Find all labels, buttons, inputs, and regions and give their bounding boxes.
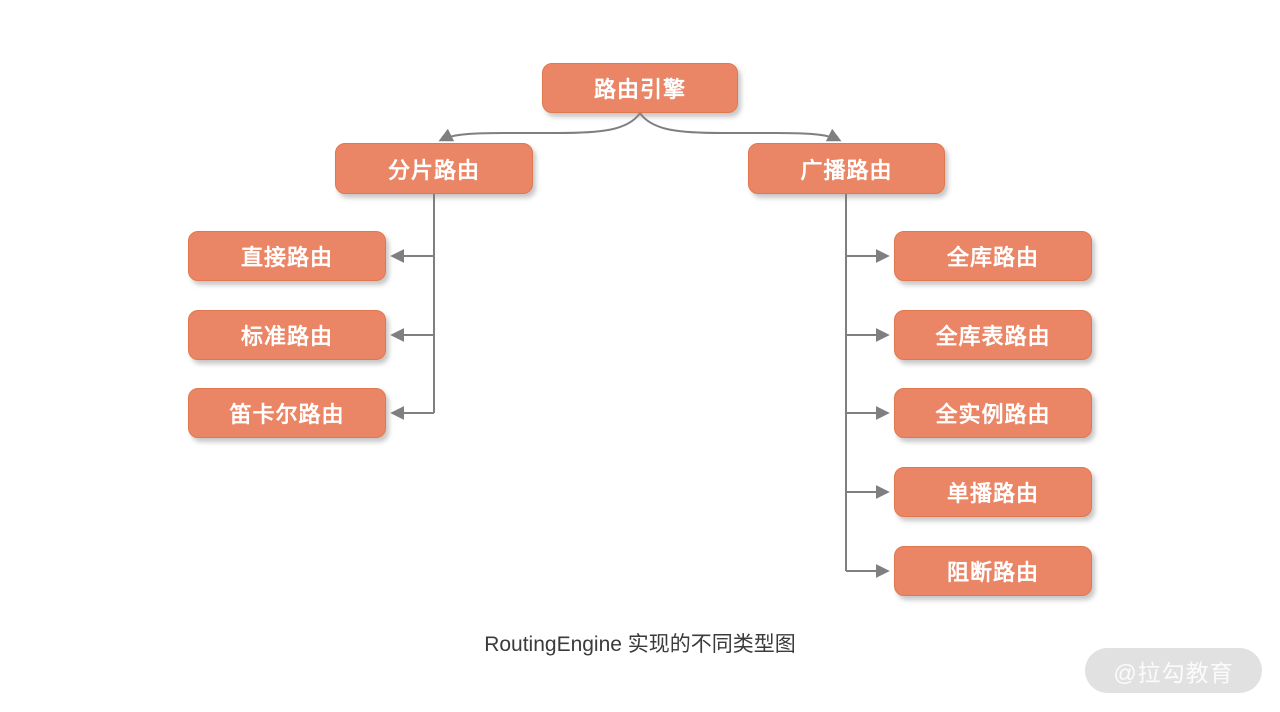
node-block-routing: 阻断路由 bbox=[894, 546, 1092, 596]
node-standard-routing: 标准路由 bbox=[188, 310, 386, 360]
node-full-instance-routing: 全实例路由 bbox=[894, 388, 1092, 438]
node-unicast-routing: 单播路由 bbox=[894, 467, 1092, 517]
connector-root-to-shard bbox=[438, 112, 641, 142]
node-routing-engine: 路由引擎 bbox=[542, 63, 738, 113]
node-shard-routing: 分片路由 bbox=[335, 143, 533, 194]
connector-root-to-broadcast bbox=[639, 112, 842, 142]
node-cartesian-routing: 笛卡尔路由 bbox=[188, 388, 386, 438]
node-direct-routing: 直接路由 bbox=[188, 231, 386, 281]
watermark-badge: @拉勾教育 bbox=[1085, 648, 1262, 693]
node-full-database-routing: 全库路由 bbox=[894, 231, 1092, 281]
node-broadcast-routing: 广播路由 bbox=[748, 143, 945, 194]
diagram-caption: RoutingEngine 实现的不同类型图 bbox=[484, 633, 796, 656]
node-full-database-table-routing: 全库表路由 bbox=[894, 310, 1092, 360]
